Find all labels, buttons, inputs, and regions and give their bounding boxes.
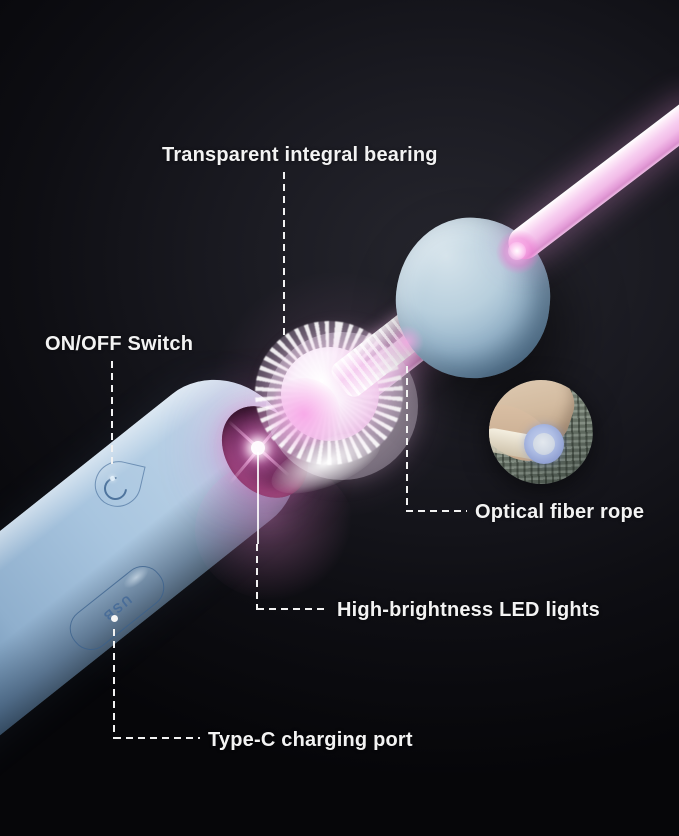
label-high-brightness-led-lights: High-brightness LED lights [337, 599, 600, 621]
label-type-c-charging-port: Type-C charging port [208, 729, 413, 751]
led-light [251, 441, 265, 455]
callout-line-fiber-v [406, 366, 408, 512]
label-on-off-switch: ON/OFF Switch [45, 333, 194, 355]
callout-dot-typec [111, 615, 118, 622]
callout-line-fiber-h [406, 510, 467, 512]
rod-exit-core [508, 242, 526, 260]
callout-line-bearing [283, 172, 285, 338]
label-transparent-integral-bearing: Transparent integral bearing [162, 144, 438, 166]
fiber-closeup-inset [489, 380, 593, 484]
fiber-cross-section-core [533, 433, 555, 455]
rod-entry-glow [390, 325, 424, 359]
label-optical-fiber-rope: Optical fiber rope [475, 501, 645, 523]
power-icon-dot [110, 476, 115, 481]
callout-line-switch [111, 361, 113, 468]
callout-line-led-v [256, 544, 258, 610]
callout-line-led-solid [257, 452, 259, 544]
callout-line-typec-v [113, 629, 115, 739]
callout-line-led-h [257, 608, 328, 610]
callout-line-typec-h [114, 737, 200, 739]
